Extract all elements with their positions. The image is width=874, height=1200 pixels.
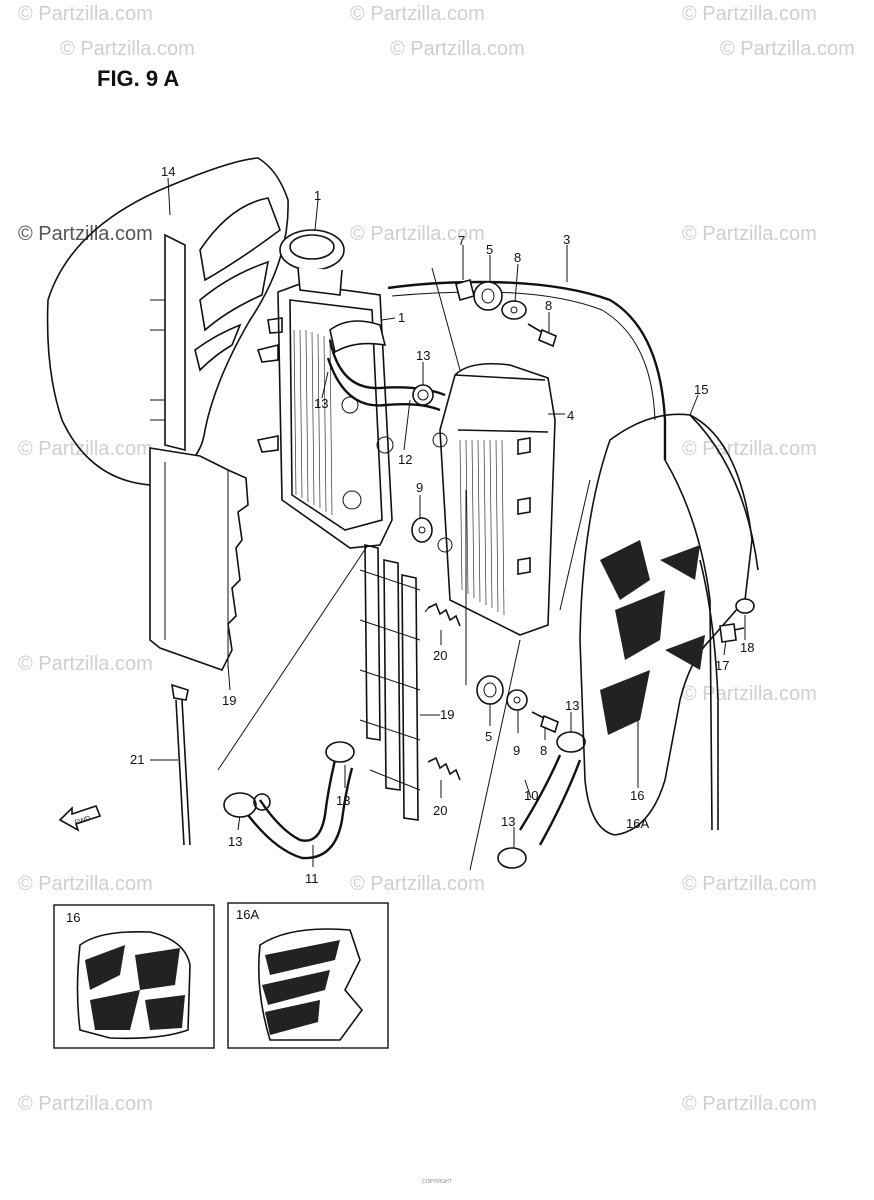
hose-part-11 [223, 741, 355, 860]
watermark: © Partzilla.com [18, 3, 153, 25]
inset-16a: 16A [227, 902, 389, 1049]
bolt-part-17 [719, 623, 745, 643]
callout-20: 20 [433, 648, 447, 663]
callout-6: 7 [458, 233, 465, 248]
callout-13: 13 [336, 793, 350, 808]
watermark: © Partzilla.com [682, 1093, 817, 1115]
watermark: © Partzilla.com [350, 873, 485, 895]
callout-11: 11 [305, 871, 319, 886]
radiator-right-part-4 [432, 362, 556, 636]
callout-labels: 14 1 7 5 3 8 8 1 13 13 4 15 12 9 20 17 1… [130, 164, 754, 886]
right-shroud-part-15 [579, 413, 759, 836]
bolt-part-8-lower [531, 711, 559, 734]
callout-7: 8 [514, 250, 521, 265]
callout-18: 18 [740, 640, 754, 655]
watermark-layer: © Partzilla.com © Partzilla.com © Partzi… [18, 3, 855, 1115]
bolt-part-8-upper [527, 323, 557, 348]
callout-13: 13 [416, 348, 430, 363]
grommet-part-6 [455, 279, 475, 301]
grommet-part-5-upper [473, 281, 503, 311]
callout-13: 13 [228, 834, 242, 849]
radiator-fins [459, 439, 505, 616]
callout-20: 20 [433, 803, 447, 818]
forward-arrow: FWD [58, 805, 102, 832]
radiator-guard-part-19-left [149, 447, 249, 671]
callout-13: 13 [314, 396, 328, 411]
watermark: © Partzilla.com [350, 3, 485, 25]
hose-clamp-part-13-upper [412, 384, 434, 406]
washer-part-7 [501, 300, 527, 320]
watermark: © Partzilla.com [682, 683, 817, 705]
callout-21: 21 [130, 752, 144, 767]
watermark: © Partzilla.com [682, 3, 817, 25]
watermark: © Partzilla.com [18, 438, 153, 460]
radiator-fins [293, 329, 333, 516]
watermark: © Partzilla.com [720, 38, 855, 60]
watermark: © Partzilla.com [682, 438, 817, 460]
figure-title: FIG. 9 A [97, 66, 179, 91]
washer-part-9-upper [411, 517, 433, 543]
fwd-label: FWD [74, 815, 91, 827]
callout-13: 13 [501, 814, 515, 829]
watermark: © Partzilla.com [18, 223, 153, 245]
inset-16: 16 [53, 904, 215, 1049]
inset-label-16: 16 [66, 910, 80, 925]
spring-part-20-lower [427, 756, 461, 781]
watermark: © Partzilla.com [18, 873, 153, 895]
watermark: © Partzilla.com [18, 653, 153, 675]
watermark: © Partzilla.com [682, 223, 817, 245]
copyright-text: COPYRIGHT [422, 1179, 452, 1185]
callout-16: 16 [630, 788, 644, 803]
radiator-guard-part-19-center [359, 543, 421, 821]
callout-8: 8 [545, 298, 552, 313]
callout-10: 10 [524, 788, 538, 803]
watermark: © Partzilla.com [682, 873, 817, 895]
callout-9: 9 [513, 743, 520, 758]
left-shroud-part-14 [46, 157, 289, 486]
callout-19: 19 [440, 707, 454, 722]
callout-1: 1 [398, 310, 405, 325]
callout-19: 19 [222, 693, 236, 708]
callout-16a: 16A [626, 816, 649, 831]
callout-9: 9 [416, 480, 423, 495]
callout-3: 3 [563, 232, 570, 247]
callout-4: 4 [567, 408, 574, 423]
spring-part-20-upper [424, 602, 461, 627]
washer-part-18 [735, 598, 755, 614]
cable-tie-part-21 [171, 683, 191, 846]
callout-12: 12 [398, 452, 412, 467]
overflow-hose-part-3 [387, 280, 719, 831]
callout-15: 15 [694, 382, 708, 397]
shroud-graphic [600, 540, 705, 735]
callout-17: 17 [715, 658, 729, 673]
watermark: © Partzilla.com [18, 1093, 153, 1115]
callout-5: 5 [486, 242, 493, 257]
callout-13: 13 [565, 698, 579, 713]
washer-part-9-lower [506, 689, 528, 711]
radiator-cap-part-2 [279, 229, 345, 296]
callout-8: 8 [540, 743, 547, 758]
hose-part-10 [497, 731, 586, 869]
watermark: © Partzilla.com [390, 38, 525, 60]
radiator-left-part-1 [256, 283, 394, 549]
callout-2: 1 [314, 188, 321, 203]
watermark: © Partzilla.com [60, 38, 195, 60]
watermark: © Partzilla.com [350, 223, 485, 245]
grommet-part-5-lower [476, 675, 504, 705]
callout-5: 5 [485, 729, 492, 744]
callout-14: 14 [161, 164, 175, 179]
inset-label-16a: 16A [236, 907, 259, 922]
